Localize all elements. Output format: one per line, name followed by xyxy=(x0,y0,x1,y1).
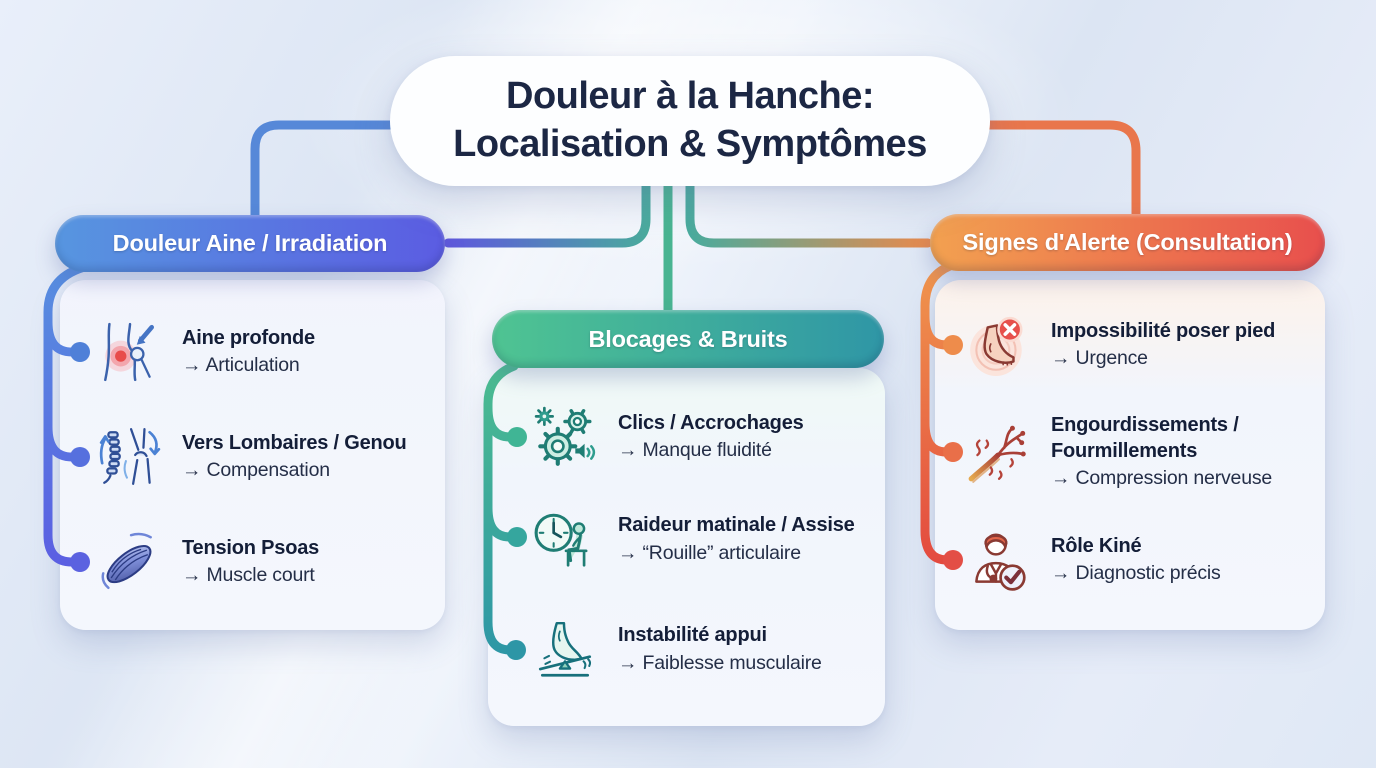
item-detail: → Compression nerveuse xyxy=(1051,467,1273,490)
foot-alert-icon xyxy=(965,312,1031,378)
item-title: Vers Lombaires / Genou xyxy=(182,431,407,454)
item-title: Aine profonde xyxy=(182,326,315,349)
branch-label: Signes d'Alerte (Consultation) xyxy=(962,229,1293,255)
item-title: Tension Psoas xyxy=(182,536,320,559)
list-item: Tension Psoas → Muscle court xyxy=(96,512,431,612)
item-title: Clics / Accrochages xyxy=(618,411,804,434)
item-detail: → Urgence xyxy=(1051,347,1148,370)
item-title: Impossibilité poser pied xyxy=(1051,319,1276,342)
list-item: Raideur matinale / Assise → “Rouille” ar… xyxy=(532,487,873,592)
branch-label: Douleur Aine / Irradiation xyxy=(112,230,388,256)
list-item: Clics / Accrochages → Manque fluidité xyxy=(532,387,873,487)
item-title: Rôle Kiné xyxy=(1051,534,1142,557)
item-title: Instabilité appui xyxy=(618,624,767,647)
muscle-icon xyxy=(96,529,162,595)
branch-header-locking-noises: Blocages & Bruits xyxy=(492,310,884,368)
item-title: Engourdissements / Fourmillements xyxy=(1051,414,1239,462)
clock-sitting-icon xyxy=(532,507,598,573)
title-line-1: Douleur à la Hanche: xyxy=(506,75,874,118)
card-groin-pain: Aine profonde → Articulation xyxy=(60,280,445,630)
item-detail: → Faiblesse musculaire xyxy=(618,651,822,674)
foot-balance-icon xyxy=(532,617,598,683)
gears-sound-icon xyxy=(532,404,598,470)
title-line-2: Localisation & Symptômes xyxy=(453,123,927,165)
doctor-check-icon xyxy=(965,527,1031,593)
list-item: Impossibilité poser pied → Urgence xyxy=(965,295,1315,395)
list-item: Instabilité appui → Faiblesse musculaire xyxy=(532,592,873,707)
item-detail: → Compensation xyxy=(182,459,330,482)
item-detail: → Muscle court xyxy=(182,564,315,587)
branch-header-warning-signs: Signes d'Alerte (Consultation) xyxy=(930,214,1325,271)
page-title: Douleur à la Hanche: Localisation & Symp… xyxy=(390,56,990,186)
item-title: Raideur matinale / Assise xyxy=(618,514,855,537)
item-detail: → Diagnostic précis xyxy=(1051,562,1221,585)
item-detail: → Manque fluidité xyxy=(618,439,772,462)
list-item: Vers Lombaires / Genou → Compensation xyxy=(96,407,431,507)
item-detail: → “Rouille” articulaire xyxy=(618,541,801,564)
card-locking-noises: Clics / Accrochages → Manque fluidité xyxy=(488,368,885,726)
branch-label: Blocages & Bruits xyxy=(588,325,788,352)
list-item: Aine profonde → Articulation xyxy=(96,302,431,402)
list-item: Rôle Kiné → Diagnostic précis xyxy=(965,510,1315,610)
card-warning-signs: Impossibilité poser pied → Urgence xyxy=(935,280,1325,630)
nerve-icon xyxy=(965,420,1031,486)
list-item: Engourdissements / Fourmillements → Comp… xyxy=(965,395,1315,510)
spine-knee-icon xyxy=(96,424,162,490)
item-detail: → Articulation xyxy=(182,354,300,377)
hip-pain-icon xyxy=(96,319,162,385)
branch-header-groin-pain: Douleur Aine / Irradiation xyxy=(55,215,445,272)
